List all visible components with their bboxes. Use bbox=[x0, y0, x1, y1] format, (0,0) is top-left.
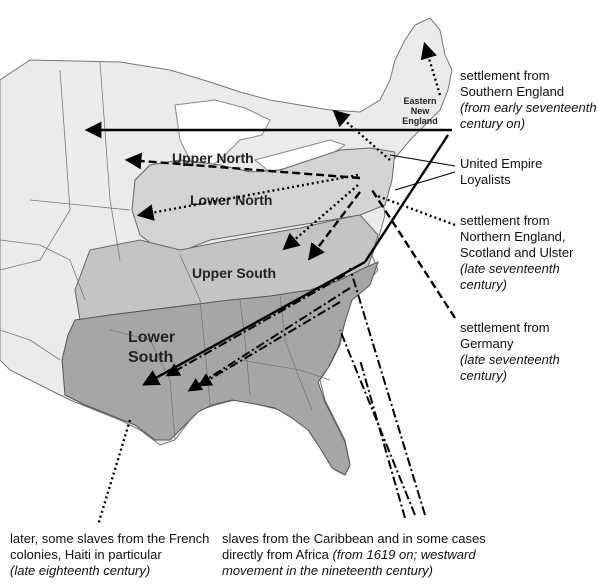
legend-de-line3: (late seventeenth bbox=[460, 352, 560, 367]
note-caribbean: slaves from the Caribbean and in some ca… bbox=[222, 531, 486, 579]
note-french-line2: colonies, Haiti in particular bbox=[10, 547, 162, 562]
region-label-eastern-new-england: Eastern New England bbox=[402, 96, 438, 126]
note-french-colonies: later, some slaves from the French colon… bbox=[10, 531, 209, 579]
legend-loyalists: United Empire Loyalists bbox=[460, 156, 542, 188]
note-caribbean-line2: directly from Africa (from 1619 on; west… bbox=[222, 547, 486, 563]
legend-se-line4: century on) bbox=[460, 116, 526, 131]
legend-de-line4: century) bbox=[460, 368, 507, 383]
region-label-upper-north: Upper North bbox=[172, 150, 254, 166]
loyalists-lines bbox=[389, 154, 456, 191]
great-lakes bbox=[174, 99, 271, 171]
legend-loyalists-line2: Loyalists bbox=[460, 172, 511, 187]
arrow-southern-england-southwest bbox=[142, 260, 366, 386]
region-label-lower-north: Lower North bbox=[190, 192, 272, 208]
legend-se-line3: (from early seventeenth bbox=[460, 100, 597, 115]
legend-ne-line1: settlement from bbox=[460, 213, 550, 228]
note-caribbean-line3: movement in the nineteenth century) bbox=[222, 563, 434, 578]
england-label: England bbox=[402, 116, 438, 126]
region-label-lower-south-2: South bbox=[128, 349, 173, 366]
note-french-line3: (late eighteenth century) bbox=[10, 563, 151, 578]
northern-england-arrows bbox=[96, 41, 456, 526]
region-label-upper-south: Upper South bbox=[192, 265, 276, 281]
southern-england-arrows bbox=[84, 121, 452, 386]
line-southern-england-diagonal bbox=[363, 134, 450, 263]
legend-ne-line4: (late seventeenth bbox=[460, 261, 560, 276]
note-caribbean-line1: slaves from the Caribbean and in some ca… bbox=[222, 531, 486, 546]
caribbean-arrows bbox=[165, 267, 426, 519]
legend-germany: settlement from Germany (late seventeent… bbox=[460, 320, 560, 384]
legend-se-line2: Southern England bbox=[460, 84, 565, 99]
region-label-lower-south-1: Lower bbox=[128, 329, 175, 346]
legend-ne-line5: century) bbox=[460, 277, 507, 292]
eastern-label: Eastern bbox=[403, 96, 436, 106]
legend-ne-line2: Northern England, bbox=[460, 229, 566, 244]
legend-northern-england: settlement from Northern England, Scotla… bbox=[460, 213, 573, 293]
note-french-line1: later, some slaves from the French bbox=[10, 531, 210, 546]
note-caribbean-line2-italic: (from 1619 on; westward bbox=[332, 547, 476, 562]
legend-ne-line3: Scotland and Ulster bbox=[460, 245, 574, 260]
legend-se-line1: settlement from bbox=[460, 68, 550, 83]
note-caribbean-line2-plain: directly from Africa bbox=[222, 547, 333, 562]
legend-southern-england: settlement from Southern England (from e… bbox=[460, 68, 597, 132]
germany-arrows bbox=[124, 152, 457, 319]
boundary-lines bbox=[0, 61, 331, 441]
new-label: New bbox=[411, 106, 431, 116]
legend-loyalists-line1: United Empire bbox=[460, 156, 543, 171]
legend-de-line2: Germany bbox=[460, 336, 514, 351]
legend-de-line1: settlement from bbox=[460, 320, 550, 335]
